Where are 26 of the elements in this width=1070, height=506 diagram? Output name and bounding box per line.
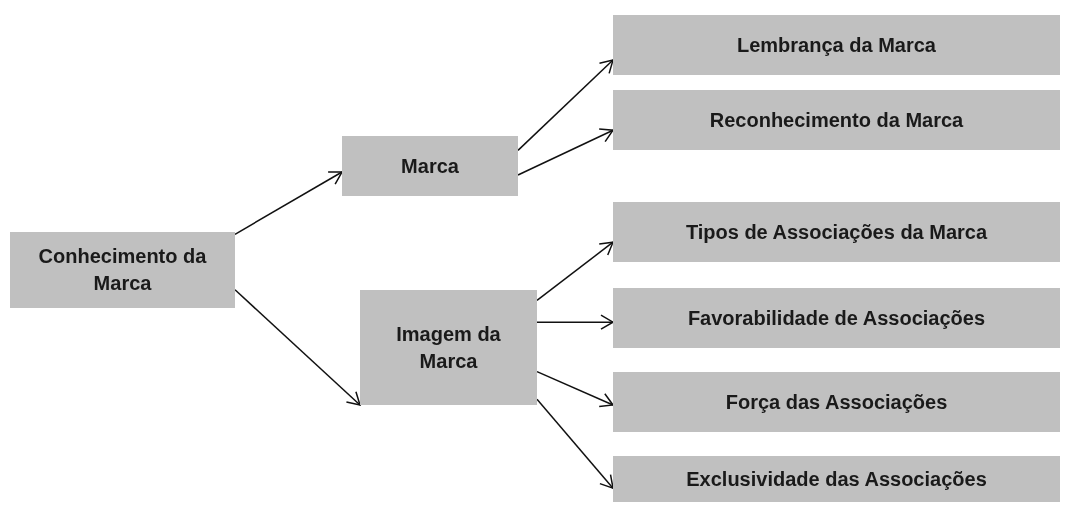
process-box bbox=[10, 232, 235, 308]
arrow bbox=[536, 398, 614, 489]
arrow bbox=[234, 289, 361, 406]
box-label: Lembrança da Marca bbox=[737, 32, 936, 58]
box-label: Força das Associações bbox=[725, 389, 948, 415]
process-box bbox=[613, 372, 1060, 432]
box-label: Imagem da Marca bbox=[395, 321, 502, 374]
box-label: Favorabilidade de Associações bbox=[687, 305, 986, 331]
process-box bbox=[613, 90, 1060, 150]
arrow bbox=[536, 370, 614, 408]
box-label: Exclusividade das Associações bbox=[686, 466, 987, 492]
arrow bbox=[517, 59, 614, 152]
process-box bbox=[613, 202, 1060, 262]
box-label: Conhecimento da Marca bbox=[37, 244, 208, 296]
process-box bbox=[342, 136, 518, 196]
arrow bbox=[517, 128, 614, 176]
box-label: Tipos de Associações da Marca bbox=[685, 219, 988, 245]
process-box bbox=[613, 15, 1060, 75]
process-box bbox=[360, 290, 537, 405]
box-label: Reconhecimento da Marca bbox=[709, 107, 964, 133]
arrow bbox=[536, 314, 614, 330]
box-label: Marca bbox=[401, 153, 459, 179]
process-box bbox=[613, 288, 1060, 348]
arrow bbox=[234, 171, 343, 236]
arrow bbox=[536, 241, 614, 302]
process-box bbox=[613, 456, 1060, 502]
